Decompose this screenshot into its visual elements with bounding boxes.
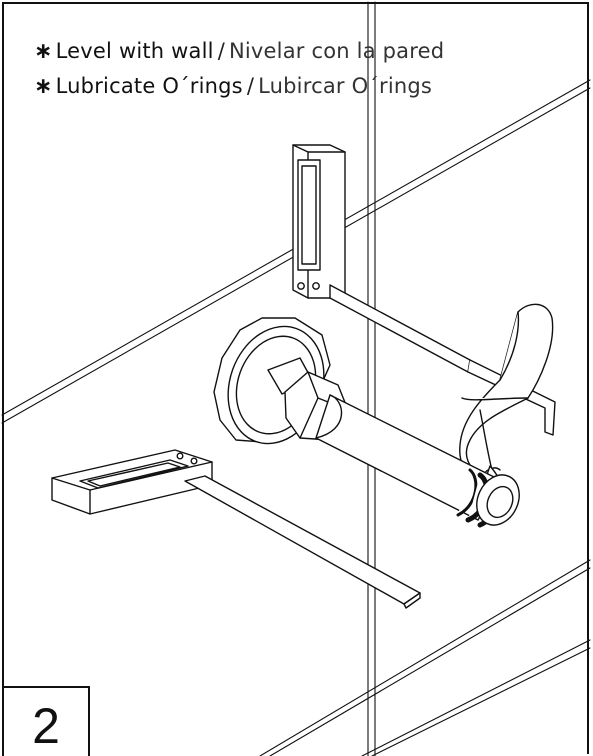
instruction-level-with-wall: ∗Level with wall/Nivelar con la pared [34,34,444,69]
spirit-level-icon [51,449,421,609]
asterisk-icon: ∗ [34,74,53,99]
instruction-lubricate-orings: ∗Lubricate O´rings/Lubircar O´rings [34,69,444,104]
asterisk-icon: ∗ [34,39,53,64]
instruction-english: Lubricate O´rings [55,74,243,98]
instruction-separator: / [246,74,255,98]
instruction-separator: / [217,39,225,63]
step-number-box: 2 [2,686,90,756]
instruction-english: Level with wall [55,39,214,63]
instruction-spanish: Lubircar O´rings [258,74,433,98]
spirit-level-icon [292,144,556,436]
step-number: 2 [32,698,60,754]
instruction-spanish: Nivelar con la pared [228,39,445,63]
valve-body-icon [213,317,520,528]
instruction-captions: ∗Level with wall/Nivelar con la pared ∗L… [34,34,444,104]
